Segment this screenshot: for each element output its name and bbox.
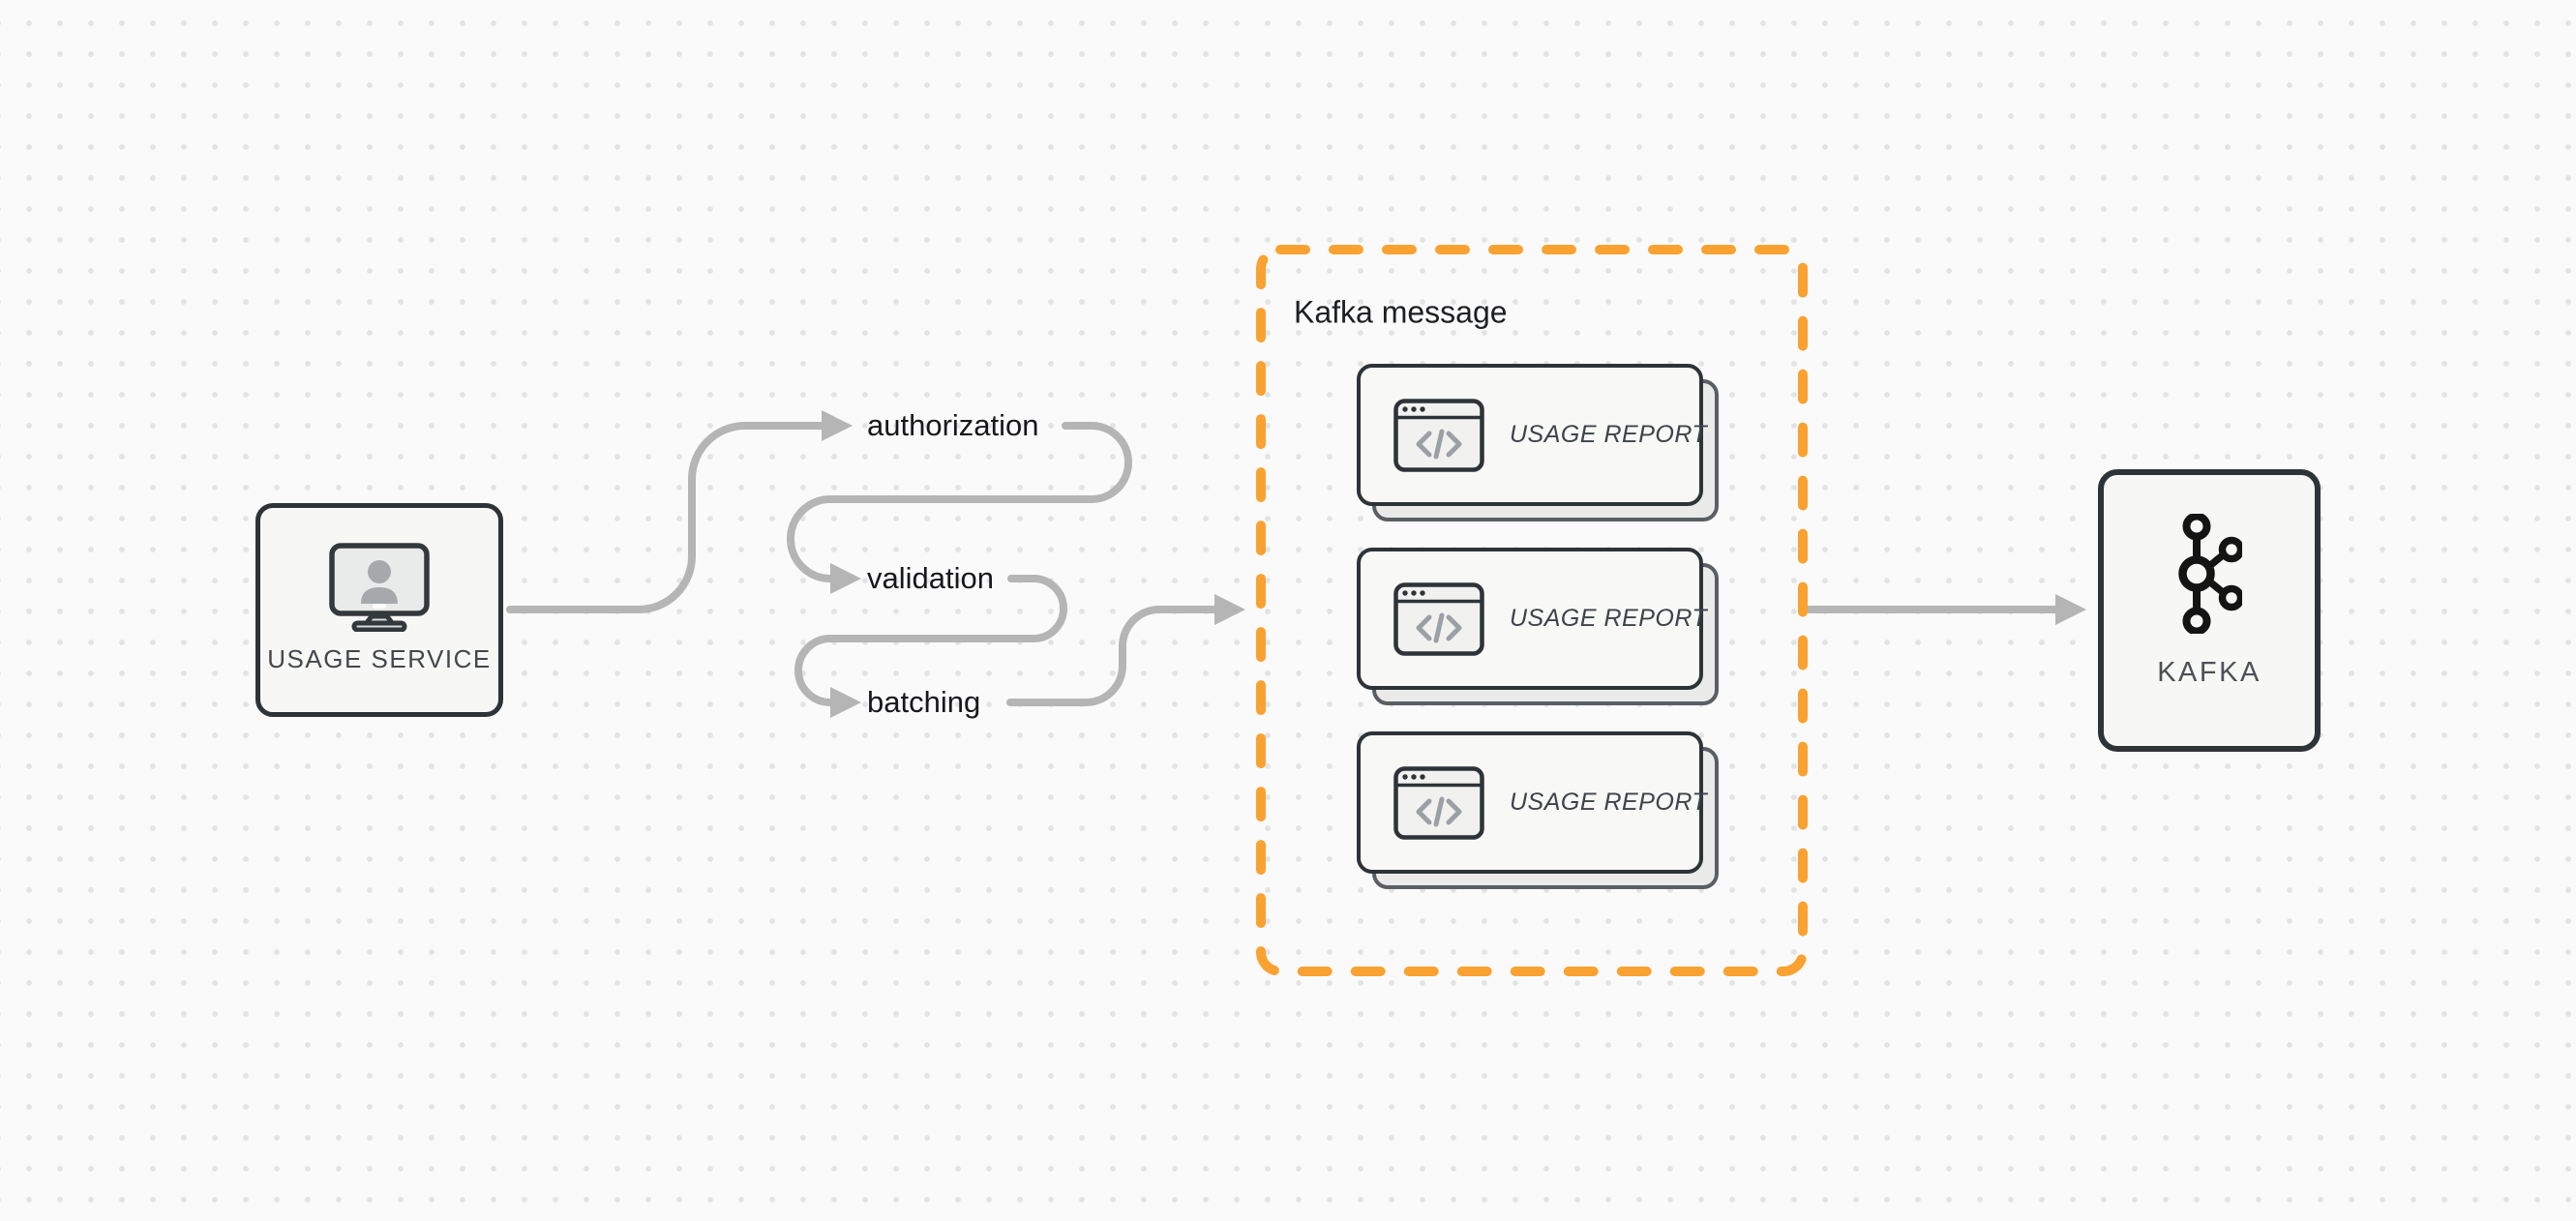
usage-report-label: USAGE REPORT (1510, 789, 1708, 816)
usage-service-label: USAGE SERVICE (267, 644, 492, 673)
connector-kafka-message-to-kafka (1804, 594, 2086, 625)
arrowhead-icon (830, 563, 861, 594)
step-validation[interactable]: validation (867, 561, 994, 595)
usage-report-card[interactable]: USAGE REPORT (1357, 548, 1719, 705)
kafka-message-group[interactable]: Kafka message USAGE REPORT (1256, 245, 1808, 976)
arrowhead-icon (2055, 594, 2086, 625)
connector-usage-to-authorization (506, 410, 853, 613)
connector-authorization-to-validation (787, 422, 1132, 594)
arrowhead-icon (830, 687, 861, 718)
usage-report-label: USAGE REPORT (1510, 605, 1708, 632)
usage-report-card[interactable]: USAGE REPORT (1357, 731, 1719, 889)
arrowhead-icon (1214, 594, 1245, 625)
step-authorization[interactable]: authorization (867, 408, 1039, 442)
connector-validation-to-batching (794, 575, 1067, 718)
step-batching[interactable]: batching (867, 685, 981, 719)
connector-batching-to-kafka-message (1006, 594, 1245, 706)
usage-report-card[interactable]: USAGE REPORT (1357, 364, 1719, 521)
monitor-user-icon (329, 543, 430, 632)
dashed-group-border (1256, 245, 1808, 976)
usage-report-label: USAGE REPORT (1510, 421, 1708, 448)
kafka-logo-icon (2178, 514, 2242, 634)
code-window-icon (1393, 765, 1484, 840)
code-window-icon (1393, 581, 1484, 656)
usage-service-node[interactable]: USAGE SERVICE (255, 503, 503, 717)
kafka-message-group-title: Kafka message (1294, 294, 1508, 330)
kafka-label: KAFKA (2157, 657, 2261, 688)
kafka-node[interactable]: KAFKA (2098, 469, 2321, 752)
code-window-icon (1393, 398, 1484, 472)
arrowhead-icon (822, 410, 853, 441)
